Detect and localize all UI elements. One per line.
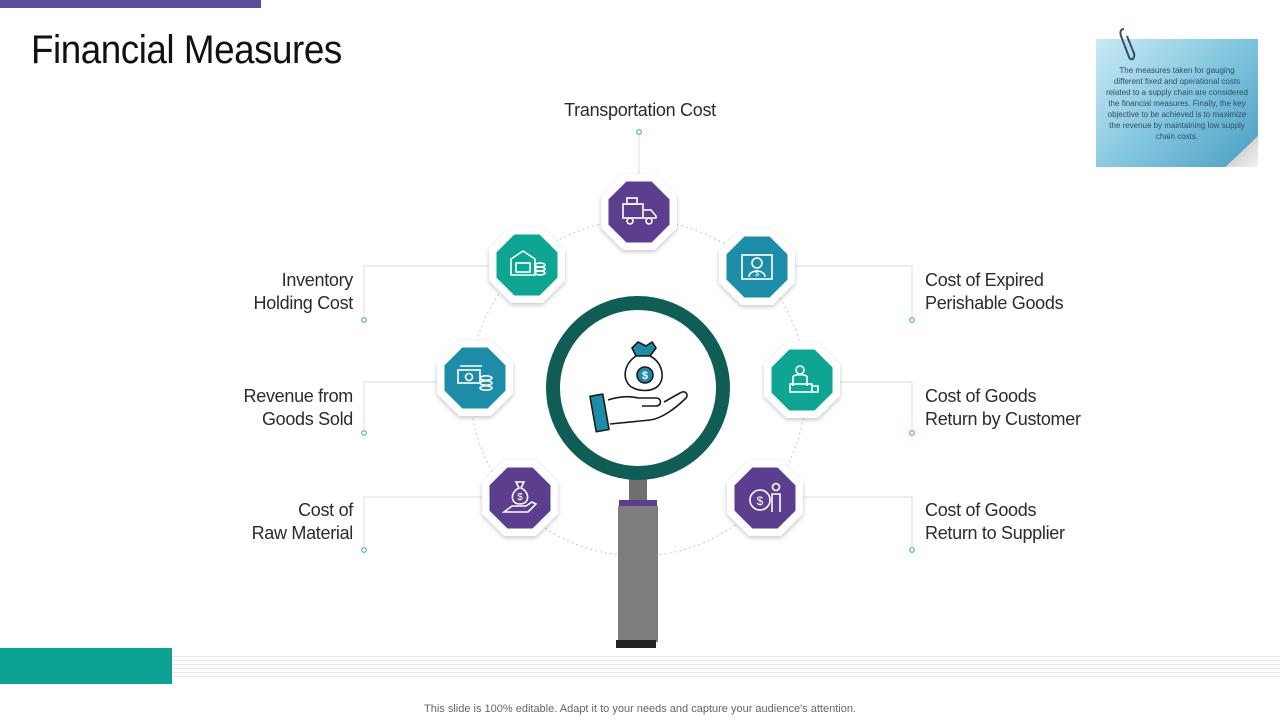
label-cost-of-expired-perishable-goods: Cost of Expired Perishable Goods	[925, 269, 1125, 315]
label-line: Return by Customer	[925, 409, 1081, 429]
badge-inner-transportation	[608, 181, 670, 243]
hand-holding-money-bag-icon: $	[589, 341, 688, 433]
person-dollar-icon: $	[741, 254, 773, 280]
label-line: Goods Sold	[261, 409, 353, 429]
badge-inner-raw-material	[489, 467, 551, 529]
badge-raw-material: $	[482, 460, 558, 536]
truck-icon	[622, 197, 657, 225]
label-line: Cost of Expired	[925, 270, 1044, 290]
top-accent-bar	[0, 0, 261, 8]
label-line: Inventory	[281, 270, 354, 290]
footer-text: This slide is 100% editable. Adapt it to…	[424, 703, 856, 715]
label-revenue-from-goods-sold: Revenue from Goods Sold	[200, 385, 354, 431]
connector-dots	[361, 129, 915, 553]
paperclip-icon	[1119, 28, 1136, 61]
label-inventory-holding-cost: Inventory Holding Cost	[200, 269, 354, 315]
label-line: Cost of Goods	[925, 500, 1037, 520]
badge-inventory	[489, 227, 565, 303]
badge-expired: $	[719, 229, 795, 305]
label-transportation-cost: Transportation Cost	[540, 99, 740, 122]
connector-lines	[363, 132, 913, 550]
person-coin-icon: $	[749, 482, 781, 512]
badge-inner-return-supplier	[734, 467, 796, 529]
svg-text:$: $	[757, 494, 764, 508]
badge-return-customer	[764, 342, 840, 418]
label-line: Holding Cost	[253, 293, 354, 313]
svg-text:$: $	[517, 492, 523, 503]
bottom-stripes	[172, 656, 1280, 680]
badge-transportation	[601, 174, 677, 250]
bottom-teal-bar	[0, 648, 172, 684]
warehouse-coins-icon	[510, 250, 546, 276]
label-line: Cost of Goods	[925, 386, 1037, 406]
label-cost-of-goods-return-to-supplier: Cost of Goods Return to Supplier	[925, 499, 1125, 545]
badge-return-supplier: $	[727, 460, 803, 536]
cash-coins-icon	[457, 365, 493, 392]
label-line: Revenue from	[243, 386, 354, 406]
label-line: Transportation Cost	[564, 100, 716, 120]
label-cost-of-raw-material: Cost of Raw Material	[200, 499, 354, 545]
sticky-note	[1096, 39, 1258, 167]
label-line: Raw Material	[251, 523, 354, 543]
badge-inner-inventory	[496, 234, 558, 296]
measure-hexagons: $ $ $	[437, 174, 840, 536]
svg-text:$: $	[755, 269, 760, 278]
svg-text:$: $	[642, 370, 648, 382]
label-line: Cost of	[298, 500, 353, 520]
badge-inner-return-customer	[771, 349, 833, 411]
badge-inner-expired	[726, 236, 788, 298]
money-bag-hand-icon: $	[501, 481, 538, 513]
label-line: Perishable Goods	[925, 293, 1064, 313]
slide-title: Financial Measures	[31, 28, 342, 72]
badge-revenue	[437, 340, 513, 416]
label-cost-of-goods-return-by-customer: Cost of Goods Return by Customer	[925, 385, 1125, 431]
badge-inner-revenue	[444, 347, 506, 409]
label-line: Return to Supplier	[925, 523, 1065, 543]
sticky-note-text: The measures taken for gauging different…	[1106, 66, 1248, 141]
magnifier-handle	[616, 478, 658, 648]
delivery-person-box-icon	[789, 365, 819, 393]
